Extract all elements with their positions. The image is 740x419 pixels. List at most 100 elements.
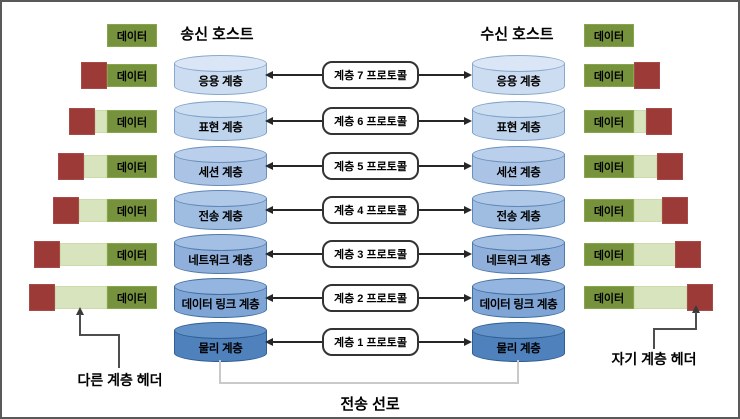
rx-host-title: 수신 호스트: [480, 26, 554, 43]
arrowhead-left-icon: [265, 338, 273, 346]
tx-data-block-l7: 데이터: [107, 24, 157, 47]
tx-accumulated-headers-l5: [95, 110, 107, 133]
arrowhead-up-icon: [76, 307, 84, 315]
rx-header-block-l6: [634, 62, 660, 89]
protocol-arrow-line: [419, 297, 467, 299]
cylinder-top-ellipse: [174, 278, 267, 295]
layer-name-label: 전송 계층: [496, 210, 541, 223]
rx-data-block-l6: 데이터: [584, 64, 634, 87]
cylinder-top-ellipse: [472, 190, 565, 207]
arrowhead-right-icon: [464, 338, 472, 346]
rx-accumulated-headers-l5: [634, 110, 646, 133]
tx-accumulated-headers-l3: [79, 199, 107, 222]
tx-layer-cylinder-session: 세션 계층: [174, 146, 267, 186]
cylinder-top-ellipse: [174, 101, 267, 118]
arrowhead-left-icon: [265, 117, 273, 125]
cylinder-top-ellipse: [174, 190, 267, 207]
arrowhead-right-icon: [464, 250, 472, 258]
tx-data-block-l4: 데이터: [107, 155, 157, 178]
protocol-arrow-line: [272, 165, 322, 167]
protocol-arrow-line: [419, 253, 467, 255]
cylinder-top-ellipse: [174, 234, 267, 251]
cylinder-top-ellipse: [174, 146, 267, 163]
arrowhead-right-icon: [464, 162, 472, 170]
other-header-pointer-upper: [79, 314, 81, 336]
tx-layer-cylinder-datalink: 데이터 링크 계층: [174, 278, 267, 318]
transmission-line-right-segment: [517, 360, 519, 384]
protocol-box-layer7: 계층 7 프로토콜: [322, 61, 419, 89]
tx-data-block-l5: 데이터: [107, 110, 157, 133]
tx-header-block-l2: [34, 241, 60, 268]
rx-layer-cylinder-physical: 물리 계층: [472, 322, 565, 362]
tx-layer-cylinder-network: 네트워크 계층: [174, 234, 267, 274]
tx-layer-cylinder-physical: 물리 계층: [174, 322, 267, 362]
layer-name-label: 응용 계층: [198, 75, 243, 88]
protocol-box-layer1: 계층 1 프로토콜: [322, 328, 419, 356]
rx-data-block-l7: 데이터: [584, 24, 634, 47]
rx-accumulated-headers-l2: [634, 243, 677, 266]
arrowhead-left-icon: [265, 206, 273, 214]
rx-data-block-l2: 데이터: [584, 243, 634, 266]
cylinder-top-ellipse: [472, 55, 565, 72]
rx-header-block-l4: [657, 153, 683, 180]
other-layer-header-label: 다른 계층 헤더: [77, 372, 163, 388]
protocol-arrow-line: [272, 297, 322, 299]
arrowhead-up-icon: [692, 305, 700, 313]
tx-host-title: 송신 호스트: [180, 26, 254, 43]
tx-layer-cylinder-transport: 전송 계층: [174, 190, 267, 230]
arrowhead-right-icon: [464, 117, 472, 125]
layer-name-label: 세션 계층: [198, 166, 243, 179]
tx-header-block-l5: [69, 108, 95, 135]
rx-accumulated-headers-l1: [634, 286, 687, 309]
rx-accumulated-headers-l3: [634, 199, 662, 222]
arrowhead-right-icon: [464, 71, 472, 79]
protocol-arrow-line: [272, 120, 322, 122]
cylinder-top-ellipse: [472, 101, 565, 118]
own-header-pointer-upper: [695, 312, 697, 330]
own-header-pointer-horizontal: [653, 328, 697, 330]
tx-header-block-l6: [81, 62, 107, 89]
rx-header-block-l2: [675, 241, 701, 268]
arrowhead-left-icon: [265, 162, 273, 170]
rx-layer-cylinder-network: 네트워크 계층: [472, 234, 565, 274]
other-header-pointer-lower: [118, 334, 120, 368]
tx-header-block-l1: [29, 284, 55, 311]
rx-accumulated-headers-l4: [634, 155, 657, 178]
tx-data-block-l1: 데이터: [107, 286, 157, 309]
rx-layer-cylinder-session: 세션 계층: [472, 146, 565, 186]
rx-layer-cylinder-transport: 전송 계층: [472, 190, 565, 230]
tx-header-block-l3: [53, 197, 79, 224]
cylinder-top-ellipse: [472, 278, 565, 295]
arrowhead-left-icon: [265, 71, 273, 79]
tx-accumulated-headers-l2: [60, 243, 107, 266]
layer-name-label: 전송 계층: [198, 210, 243, 223]
tx-data-block-l2: 데이터: [107, 243, 157, 266]
arrowhead-right-icon: [464, 206, 472, 214]
cylinder-top-ellipse: [472, 234, 565, 251]
arrowhead-left-icon: [265, 250, 273, 258]
layer-name-label: 데이터 링크 계층: [181, 298, 260, 311]
cylinder-top-ellipse: [472, 146, 565, 163]
rx-data-block-l5: 데이터: [584, 110, 634, 133]
protocol-arrow-line: [419, 209, 467, 211]
tx-accumulated-headers-l1: [55, 286, 107, 309]
protocol-arrow-line: [419, 165, 467, 167]
arrowhead-left-icon: [265, 294, 273, 302]
protocol-box-layer2: 계층 2 프로토콜: [322, 284, 419, 312]
own-layer-header-label: 자기 계층 헤더: [611, 351, 697, 367]
rx-layer-cylinder-application: 응용 계층: [472, 55, 565, 95]
transmission-line-left-segment: [219, 360, 221, 384]
layer-name-label: 네트워크 계층: [486, 254, 551, 267]
layer-name-label: 표현 계층: [198, 121, 243, 134]
layer-name-label: 물리 계층: [496, 342, 541, 355]
cylinder-top-ellipse: [472, 322, 565, 339]
layer-name-label: 데이터 링크 계층: [479, 298, 558, 311]
layer-name-label: 세션 계층: [496, 166, 541, 179]
cylinder-top-ellipse: [174, 55, 267, 72]
rx-layer-cylinder-presentation: 표현 계층: [472, 101, 565, 141]
protocol-box-layer4: 계층 4 프로토콜: [322, 196, 419, 224]
other-header-pointer-horizontal: [79, 334, 120, 336]
tx-data-block-l3: 데이터: [107, 199, 157, 222]
layer-name-label: 응용 계층: [496, 75, 541, 88]
rx-header-block-l3: [662, 197, 688, 224]
